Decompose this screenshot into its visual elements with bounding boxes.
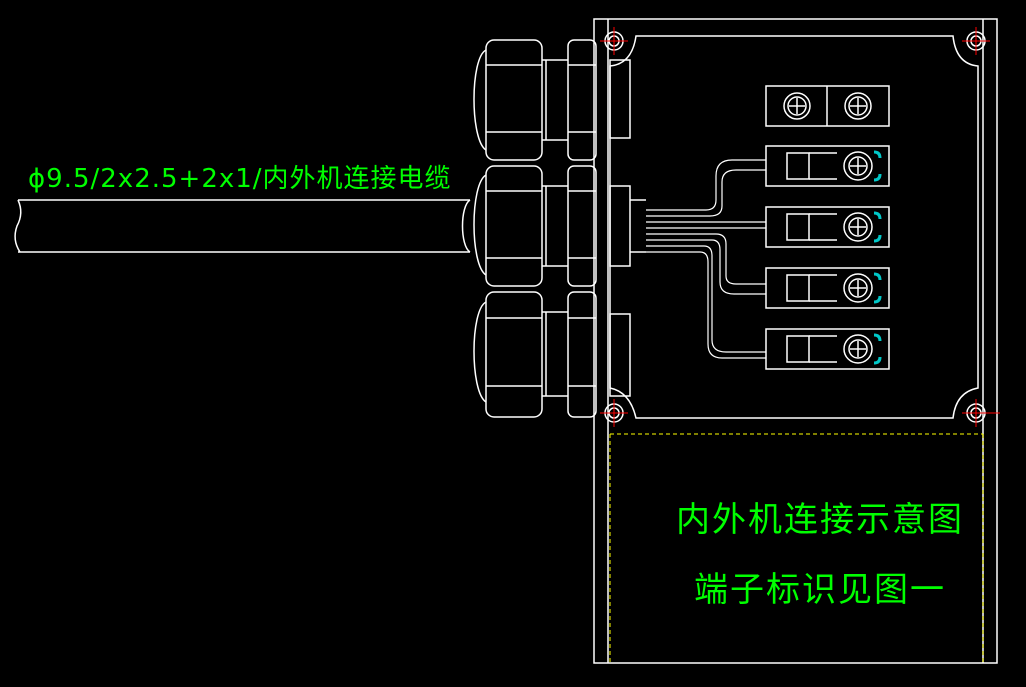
- terminal-1: [765, 145, 890, 187]
- wire-bundle: [646, 159, 766, 359]
- ground-terminal-block: [765, 85, 890, 127]
- cable-gland-bottom: [473, 291, 597, 418]
- gland-nut-bottom: [609, 313, 631, 397]
- gland-nut-top: [609, 59, 631, 139]
- terminal-4: [765, 328, 890, 370]
- mounting-holes: [604, 31, 986, 423]
- cable: [14, 199, 470, 253]
- terminal-2: [765, 206, 890, 248]
- cable-gland-middle: [461, 165, 597, 287]
- cable-gland-top: [473, 39, 597, 161]
- diagram-title: 内外机连接示意图: [676, 500, 964, 540]
- terminal-note: 端子标识见图一: [694, 570, 946, 610]
- cable-spec-label: ϕ9.5/2x2.5+2x1/内外机连接电缆: [28, 164, 452, 194]
- center-marks: [600, 27, 1000, 427]
- gland-nut-middle: [609, 185, 631, 267]
- terminal-3: [765, 267, 890, 309]
- hidden-lines: [609, 433, 984, 663]
